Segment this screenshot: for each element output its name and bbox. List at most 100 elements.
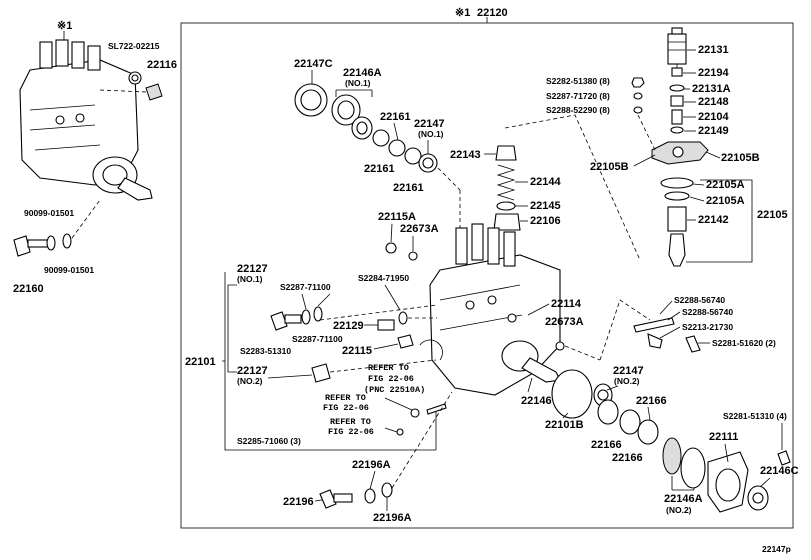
refer-note-1-line3: (PNC 22510A) — [364, 385, 425, 395]
clip — [419, 339, 443, 361]
shim-22166-c — [637, 419, 659, 445]
valve-22104 — [671, 109, 683, 125]
label-22144: 22144 — [530, 176, 561, 188]
small-pump-illustration: ※1 — [19, 20, 153, 201]
label-22106: 22106 — [530, 215, 561, 227]
oring-22105a-1 — [660, 177, 694, 189]
label-22131: 22131 — [698, 44, 729, 56]
label-22114: 22114 — [551, 298, 582, 310]
label-22146a-bot: 22146A — [664, 493, 703, 505]
label-s2288-56740-b: S2288-56740 — [682, 307, 733, 317]
label-s2281-51310: S2281-51310 (4) — [723, 411, 787, 421]
label-22105b-right: 22105B — [721, 152, 760, 164]
bracket-s2213 — [647, 333, 663, 349]
label-22105a-1: 22105A — [706, 179, 745, 191]
washer-s2288 — [633, 106, 643, 114]
stopper-22148 — [670, 95, 684, 107]
shim-22166-b — [619, 409, 641, 435]
label-s2283-51310: S2283-51310 — [240, 346, 291, 356]
label-22161-a: 22161 — [380, 111, 411, 123]
plug-22673a-mid — [555, 341, 565, 351]
label-s2281-51620: S2281-51620 (2) — [712, 338, 776, 348]
gasket-22149 — [670, 126, 684, 134]
label-22147-bot: 22147 — [613, 365, 644, 377]
label-22196: 22196 — [283, 496, 314, 508]
small-pump-mark: ※1 — [57, 20, 72, 32]
label-22148: 22148 — [698, 96, 729, 108]
refer-note-1-line1: REFER TO — [368, 363, 409, 373]
label-22143: 22143 — [450, 149, 481, 161]
label-22111: 22111 — [709, 431, 738, 443]
spring-22144 — [496, 164, 516, 201]
label-22166-b: 22166 — [591, 439, 622, 451]
refer-note-3-line1: REFER TO — [330, 417, 371, 427]
washer-22196a-b — [381, 482, 393, 498]
label-s2284-71950: S2284-71950 — [358, 273, 409, 283]
washer-s2287-a — [301, 309, 311, 325]
label-22127-bot-sub: (NO.2) — [237, 376, 263, 386]
oring-22105a-2 — [664, 191, 690, 201]
spring-22194 — [671, 67, 683, 77]
label-22129: 22129 — [333, 320, 364, 332]
seat-22145 — [496, 201, 516, 211]
label-22196a-bot: 22196A — [373, 512, 412, 524]
label-22147c: 22147C — [294, 58, 333, 70]
bearing-22146a-bot — [662, 437, 682, 475]
label-22147-top-sub: (NO.1) — [418, 129, 444, 139]
oring-22131a — [669, 84, 685, 92]
washer-s2287-b — [313, 306, 323, 322]
label-90099-01501-b: 90099-01501 — [44, 265, 94, 275]
label-s2288-56740-a: S2288-56740 — [674, 295, 725, 305]
plug-22115 — [397, 334, 414, 349]
bolt-s2281-b — [777, 450, 791, 466]
bolt-22127-top — [270, 311, 288, 331]
label-22115: 22115 — [342, 345, 372, 357]
plug-22115a — [385, 242, 397, 254]
figure-code: 22147р — [762, 544, 791, 554]
label-22146: 22146 — [521, 395, 552, 407]
washer-s2284 — [398, 311, 408, 325]
label-22146a-bot-sub: (NO.2) — [666, 505, 692, 515]
label-22194: 22194 — [698, 67, 729, 79]
assembly-number: 22120 — [477, 7, 508, 19]
label-22104: 22104 — [698, 111, 729, 123]
seal-22101b — [551, 369, 593, 419]
label-22673a-mid: 22673A — [545, 316, 584, 328]
holder-22131 — [667, 33, 687, 65]
bolt-22196 — [319, 489, 337, 509]
washer-22196a-a — [364, 488, 376, 504]
label-s2213-21730: S2213-21730 — [682, 322, 733, 332]
label-22149: 22149 — [698, 125, 729, 137]
label-22161-b: 22161 — [364, 163, 395, 175]
shim-22161-c — [404, 147, 422, 165]
washer-90099-b — [62, 233, 72, 249]
shim-22161-a — [372, 129, 390, 147]
shim-22166-a — [597, 399, 619, 425]
label-s2287-71720: S2287-71720 (8) — [546, 91, 610, 101]
label-s2282-51380: S2282-51380 (8) — [546, 76, 610, 86]
label-22131a: 22131A — [692, 83, 731, 95]
main-pump-body — [429, 223, 561, 396]
label-s2288-52290: S2288-52290 (8) — [546, 105, 610, 115]
refer-note-2-line2: FIG 22-06 — [323, 403, 369, 413]
label-22105: 22105 — [757, 209, 788, 221]
label-22160: 22160 — [13, 283, 44, 295]
sleeve-22142 — [667, 206, 687, 232]
label-22166-a: 22166 — [636, 395, 667, 407]
refer-note-2-line1: REFER TO — [325, 393, 366, 403]
label-90099-01501-a: 90099-01501 — [24, 208, 74, 218]
label-s2287-71100-b: S2287-71100 — [292, 334, 343, 344]
nut-s2282 — [631, 77, 645, 88]
plug-22116 — [145, 83, 163, 101]
washer-s2287 — [633, 92, 643, 100]
label-22116: 22116 — [147, 59, 177, 71]
label-22142: 22142 — [698, 214, 729, 226]
label-22166-c: 22166 — [612, 452, 643, 464]
stud-s2285 — [426, 403, 447, 415]
bolt-s2281-a — [685, 335, 701, 353]
label-22127-bot: 22127 — [237, 365, 268, 377]
label-sl722-02215: SL722-02215 — [108, 41, 160, 51]
cap-22143 — [495, 145, 517, 161]
plate-s2288 — [633, 317, 675, 333]
